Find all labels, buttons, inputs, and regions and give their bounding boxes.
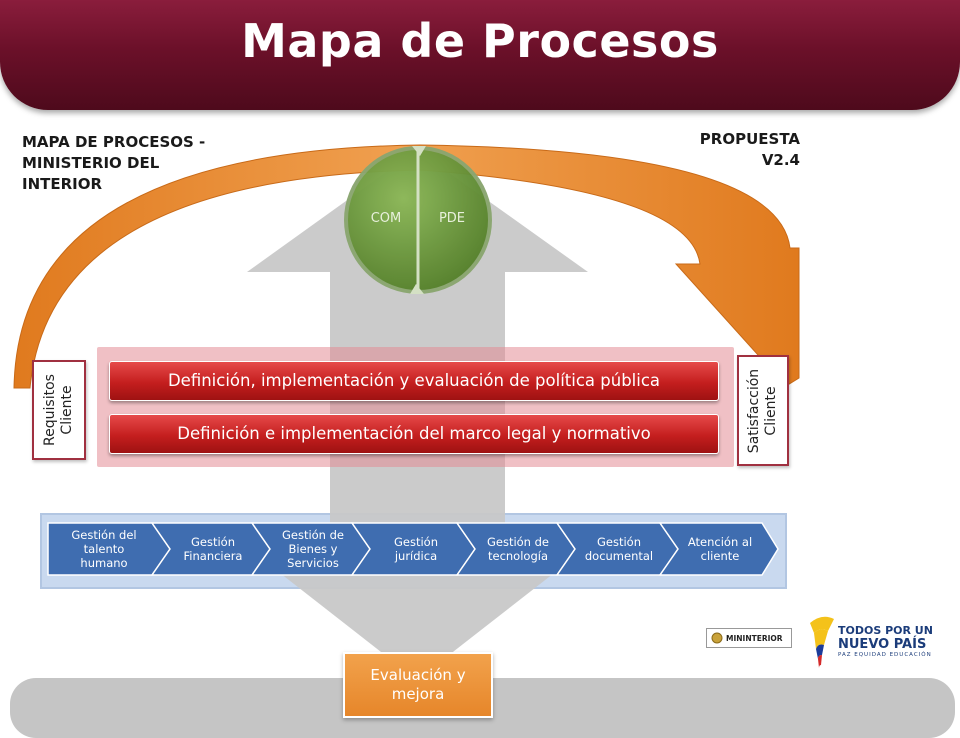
client-requirements-box: Requisitos Cliente: [32, 360, 86, 460]
slide-title: Mapa de Procesos: [241, 14, 719, 68]
proposal-label-version: V2.4: [761, 151, 800, 169]
coat-of-arms-icon: [711, 632, 723, 644]
country-logo-line2: NUEVO PAÍS: [838, 637, 927, 652]
ministry-logo: MININTERIOR: [706, 628, 792, 648]
support-process-assets-line2: Bienes y: [288, 542, 338, 556]
support-process-documents-line1: Gestión: [596, 535, 641, 549]
client-requirements-text: Requisitos Cliente: [42, 374, 76, 446]
ministry-logo-text: MININTERIOR: [726, 633, 783, 643]
cycle-arrow-bottom: [410, 284, 424, 294]
support-process-technology-line2: tecnología: [487, 549, 548, 563]
chevron-7: [658, 522, 779, 576]
support-chevrons: [47, 522, 779, 576]
client-satisfaction-line2: Cliente: [763, 385, 779, 436]
support-process-assets-line3: Servicios: [287, 556, 339, 570]
client-arc: [13, 144, 800, 389]
support-process-finance-line2: Financiera: [183, 549, 243, 563]
client-satisfaction-text: Satisfacción Cliente: [746, 368, 780, 452]
client-requirements-line1: Requisitos: [42, 374, 58, 446]
client-satisfaction-line1: Satisfacción: [746, 368, 762, 453]
support-process-talent-line2: humano: [80, 556, 128, 570]
cycle-label-pde: PDE: [438, 211, 466, 226]
support-process-customer-line2: cliente: [700, 549, 740, 563]
evaluation-line1: Evaluación y: [370, 666, 466, 684]
proposal-label: PROPUESTA V2.4: [660, 129, 800, 171]
cycle-diagram: [344, 146, 492, 294]
proposal-label-line1: PROPUESTA: [699, 130, 800, 148]
client-requirements-line2: Cliente: [59, 385, 75, 435]
map-label: MAPA DE PROCESOS - MINISTERIO DEL INTERI…: [22, 133, 206, 193]
country-logo-line1: TODOS POR UN: [838, 624, 933, 637]
support-process-legal-line1: Gestión: [393, 535, 438, 549]
cycle-label-com: COM: [370, 211, 402, 226]
support-process-talent-line1: Gestión del talento: [71, 528, 137, 556]
client-satisfaction-box: Satisfacción Cliente: [737, 355, 789, 466]
support-process-assets-line1: Gestión de: [281, 528, 345, 542]
strategic-process-policy: Definición, implementación y evaluación …: [109, 361, 719, 401]
support-process-documents-line2: documental: [584, 549, 654, 563]
evaluation-box: Evaluación y mejora: [343, 652, 493, 718]
country-flag-icon: [810, 616, 834, 668]
support-process-technology-line1: Gestión de: [486, 535, 550, 549]
strategic-process-legal: Definición e implementación del marco le…: [109, 414, 719, 454]
cycle-arrow-top: [412, 146, 426, 156]
support-process-legal-line2: jurídica: [394, 549, 438, 563]
support-process-customer-line1: Atención al: [687, 535, 753, 549]
country-logo: TODOS POR UN NUEVO PAÍS PAZ EQUIDAD EDUC…: [806, 613, 936, 669]
support-process-finance-line1: Gestión: [190, 535, 235, 549]
country-logo-line3: PAZ EQUIDAD EDUCACIÓN: [838, 652, 932, 658]
evaluation-line2: mejora: [391, 685, 445, 703]
title-banner: [0, 0, 960, 110]
